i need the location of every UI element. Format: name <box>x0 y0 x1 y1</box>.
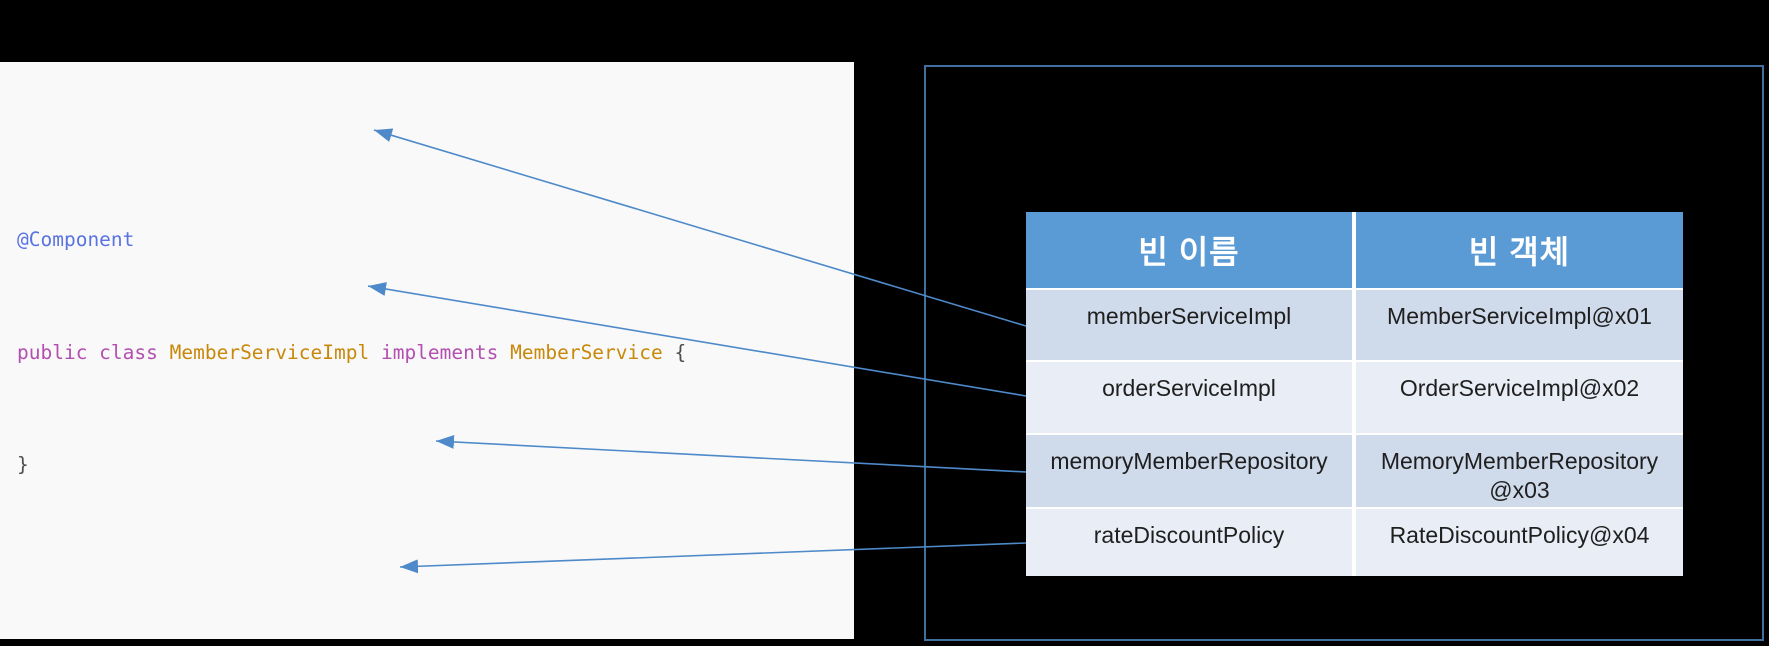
bean-name-cell: rateDiscountPolicy <box>1026 509 1352 576</box>
bean-name-cell: orderServiceImpl <box>1026 362 1352 433</box>
code-closing-brace-line: } <box>17 453 29 476</box>
code-annotation-line: @Component <box>17 228 135 251</box>
table-header-cell-bean-name: 빈 이름 <box>1026 212 1352 288</box>
code-token-plain: { <box>662 340 687 364</box>
bean-object-cell: OrderServiceImpl@x02 <box>1356 362 1683 433</box>
code-blank-line <box>17 559 854 597</box>
code-panel: @Component public class MemberServiceImp… <box>0 62 854 639</box>
bean-name-cell: memoryMemberRepository <box>1026 435 1352 507</box>
code-token-plain <box>498 341 510 364</box>
bean-object-cell: MemberServiceImpl@x01 <box>1356 290 1683 360</box>
code-token-type: MemberService <box>510 340 663 364</box>
code-token-type: MemberServiceImpl <box>169 340 370 364</box>
table-header-cell-bean-object: 빈 객체 <box>1356 212 1683 288</box>
code-token-keyword: public class <box>17 340 170 364</box>
code-token-plain <box>369 341 381 364</box>
bean-object-cell: RateDiscountPolicy@x04 <box>1356 509 1683 576</box>
code-declaration-line: public class MemberServiceImpl implement… <box>17 334 854 372</box>
bean-object-cell: MemoryMemberRepository @x03 <box>1356 435 1683 507</box>
code-token-keyword: implements <box>380 340 499 364</box>
bean-name-cell: memberServiceImpl <box>1026 290 1352 360</box>
code-block: @Component public class MemberServiceImp… <box>17 146 854 639</box>
